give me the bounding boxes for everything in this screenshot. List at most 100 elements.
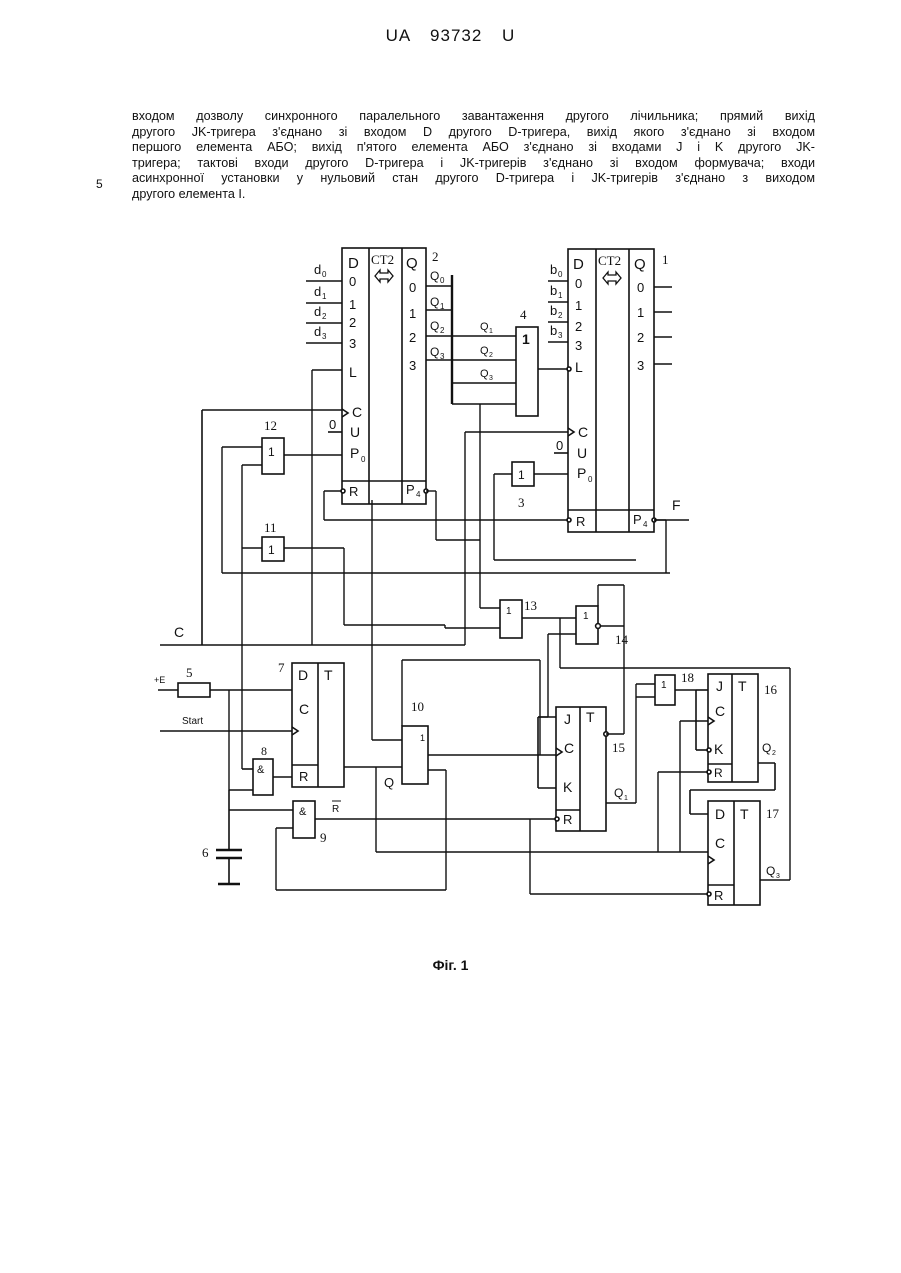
svg-text:1: 1 [583, 611, 589, 622]
svg-text:J: J [716, 678, 723, 694]
svg-text:3: 3 [349, 336, 356, 351]
output-f-label: F [672, 497, 681, 513]
counter-2: CT2 2 D 0 1 2 3 L C U P 0 R Q 0 1 2 3 P … [306, 248, 452, 504]
power-label: +E [154, 675, 165, 685]
gate-8: 8 & [229, 744, 292, 795]
svg-text:b: b [550, 283, 557, 298]
svg-text:R: R [349, 484, 358, 499]
svg-text:6: 6 [202, 845, 209, 860]
svg-text:d: d [314, 304, 321, 319]
svg-text:1: 1 [624, 795, 628, 802]
svg-text:Q: Q [430, 269, 439, 283]
svg-text:0: 0 [349, 274, 356, 289]
svg-text:12: 12 [264, 418, 277, 433]
svg-text:11: 11 [264, 520, 277, 535]
svg-text:T: T [738, 678, 747, 694]
svg-text:1: 1 [661, 680, 667, 691]
clock-input-label: C [174, 624, 184, 640]
svg-text:Q: Q [430, 295, 439, 309]
svg-text:d: d [314, 262, 321, 277]
counter-1: CT2 1 D 0 1 2 3 L C U P 0 R Q 0 1 2 3 P … [548, 249, 689, 532]
svg-text:C: C [299, 701, 309, 717]
svg-text:&: & [299, 806, 307, 818]
svg-text:1: 1 [662, 252, 669, 267]
start-label: Start [182, 716, 203, 727]
svg-text:5: 5 [186, 665, 193, 680]
svg-text:Q: Q [766, 864, 775, 878]
svg-text:0: 0 [329, 417, 336, 432]
svg-text:3: 3 [322, 332, 327, 341]
svg-text:0: 0 [558, 270, 563, 279]
svg-text:D: D [573, 256, 584, 273]
svg-text:2: 2 [349, 315, 356, 330]
svg-text:9: 9 [320, 830, 327, 845]
svg-text:Q: Q [480, 321, 489, 333]
svg-text:Q: Q [480, 345, 489, 357]
svg-text:b: b [550, 323, 557, 338]
svg-text:1: 1 [518, 468, 525, 482]
gate-4: 4 1 Q 1 Q 2 Q 3 [426, 275, 568, 416]
svg-text:2: 2 [322, 312, 327, 321]
d-trigger-7: 7 D T C R Start [160, 660, 402, 787]
svg-text:Q: Q [614, 786, 623, 800]
svg-text:J: J [564, 711, 571, 727]
svg-text:R: R [563, 812, 572, 827]
svg-text:Q: Q [762, 741, 771, 755]
svg-text:1: 1 [349, 297, 356, 312]
svg-text:0: 0 [440, 276, 445, 285]
svg-text:Q: Q [480, 368, 489, 380]
svg-text:16: 16 [764, 682, 778, 697]
svg-text:P: P [577, 465, 586, 481]
svg-text:15: 15 [612, 740, 625, 755]
rbar-label: R [332, 804, 339, 815]
svg-text:7: 7 [278, 660, 285, 675]
svg-text:Q: Q [634, 256, 646, 273]
svg-text:T: T [324, 667, 333, 683]
svg-text:1: 1 [637, 305, 644, 320]
svg-text:1: 1 [575, 298, 582, 313]
svg-text:4: 4 [520, 307, 527, 322]
svg-text:K: K [563, 779, 573, 795]
svg-text:3: 3 [558, 331, 563, 340]
svg-text:4: 4 [643, 520, 648, 529]
svg-text:4: 4 [416, 490, 421, 499]
svg-text:b: b [550, 303, 557, 318]
capacitor-6: 6 [202, 790, 242, 884]
svg-text:2: 2 [489, 352, 493, 359]
gate-9: & 9 R [229, 801, 556, 845]
svg-text:1: 1 [409, 306, 416, 321]
gate-12: 12 1 [222, 418, 342, 474]
svg-text:Q: Q [430, 345, 439, 359]
svg-text:3: 3 [409, 358, 416, 373]
svg-text:0: 0 [575, 276, 582, 291]
svg-text:10: 10 [411, 699, 424, 714]
svg-text:U: U [577, 445, 587, 461]
svg-text:C: C [578, 424, 588, 440]
svg-text:Q: Q [430, 319, 439, 333]
svg-text:2: 2 [772, 750, 776, 757]
svg-text:3: 3 [776, 873, 780, 880]
svg-text:3: 3 [637, 358, 644, 373]
svg-text:P: P [406, 482, 415, 497]
jk-trigger-16: J T C K R 16 Q 2 [696, 674, 778, 782]
svg-text:U: U [350, 424, 360, 440]
svg-text:C: C [564, 740, 574, 756]
svg-text:14: 14 [615, 632, 629, 647]
svg-text:L: L [349, 364, 357, 380]
svg-text:C: C [715, 703, 725, 719]
svg-text:2: 2 [558, 311, 563, 320]
svg-text:R: R [714, 766, 723, 780]
gate-10: 10 1 Q [384, 699, 556, 790]
svg-text:2: 2 [440, 326, 445, 335]
gate-11: 11 1 [242, 520, 344, 561]
resistor-5: 5 +E [154, 665, 292, 697]
svg-text:R: R [714, 888, 723, 903]
svg-text:1: 1 [506, 606, 512, 617]
svg-text:C: C [352, 404, 362, 420]
svg-text:b: b [550, 262, 557, 277]
svg-text:2: 2 [409, 330, 416, 345]
svg-text:1: 1 [558, 291, 563, 300]
svg-text:2: 2 [637, 330, 644, 345]
svg-text:0: 0 [361, 455, 366, 464]
svg-text:3: 3 [575, 338, 582, 353]
